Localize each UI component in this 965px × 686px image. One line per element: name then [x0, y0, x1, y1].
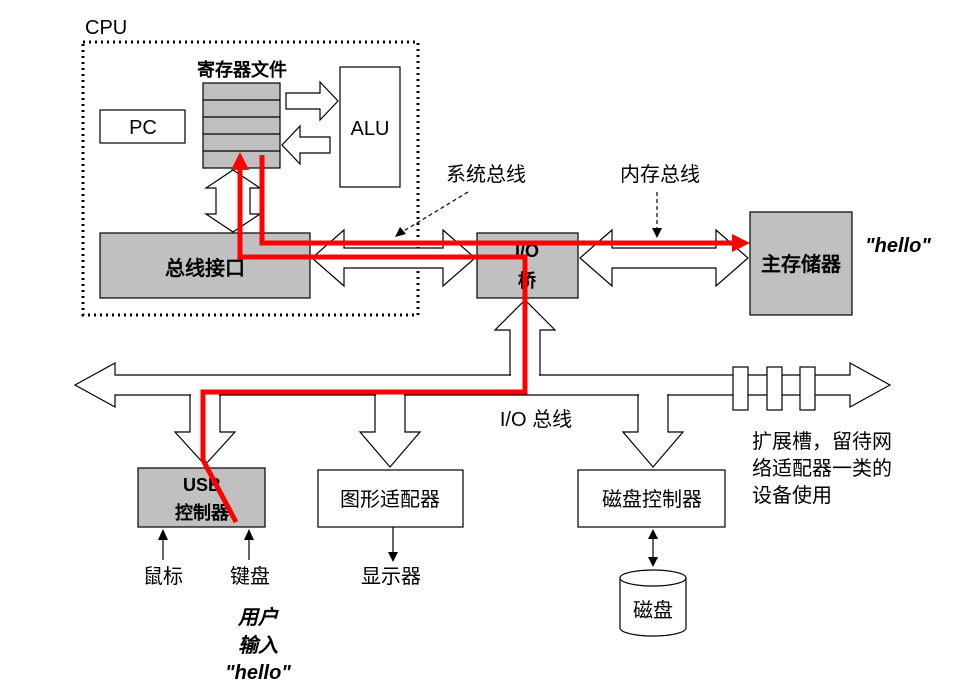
memory-bus-pointer-head	[652, 228, 662, 238]
io-bus-to-disk-controller-arrow	[621, 394, 685, 468]
io-bus-label: I/O 总线	[500, 408, 572, 431]
register-file-label: 寄存器文件	[197, 59, 287, 80]
graphics-adapter-box	[317, 469, 464, 528]
memory-hello-value: "hello"	[865, 235, 931, 257]
disk-arrow-head-up	[648, 529, 658, 539]
main-memory-box	[749, 211, 853, 316]
user-input-line1: 用户	[237, 606, 279, 629]
memory-bus-arrow	[579, 228, 749, 288]
bus-interface-label: 总线接口	[165, 256, 245, 280]
system-bus-label: 系统总线	[446, 163, 526, 186]
register-bus-interface-arrow	[204, 169, 262, 233]
pc-label: PC	[129, 117, 157, 139]
system-bus-pointer	[401, 191, 469, 233]
user-input-line2: 输入	[238, 634, 278, 657]
io-bus-to-graphics-arrow	[358, 394, 422, 468]
keyboard-label: 键盘	[230, 565, 270, 588]
input-data-path-head	[231, 152, 249, 170]
disk-controller-box	[577, 469, 726, 528]
disk-label: 磁盘	[633, 599, 673, 622]
register-to-alu-arrow	[285, 80, 339, 122]
expansion-text-line2: 络适配器一类的	[752, 457, 892, 480]
expansion-slot	[799, 366, 816, 411]
keyboard-arrow-head	[244, 529, 254, 540]
usb-controller-label-line2: 控制器	[175, 502, 230, 523]
main-memory-label: 主存储器	[761, 252, 842, 276]
alu-box	[339, 66, 401, 188]
pc-box	[99, 109, 186, 144]
output-data-path	[259, 155, 734, 246]
alu-label: ALU	[351, 118, 390, 140]
io-bus-disk-joint	[639, 393, 667, 397]
disk-cylinder	[619, 569, 687, 637]
output-data-path-head	[732, 234, 750, 252]
cpu-boundary	[81, 40, 420, 317]
input-data-path	[200, 166, 528, 524]
expansion-text-line1: 扩展槽，留待网	[752, 430, 892, 453]
user-input-line3: "hello"	[225, 662, 291, 684]
mouse-arrow-head	[158, 529, 168, 540]
system-bus-pointer-head	[395, 227, 406, 237]
memory-bus-label: 内存总线	[620, 163, 700, 186]
display-label: 显示器	[361, 566, 421, 588]
expansion-slot	[732, 366, 749, 411]
cpu-label: CPU	[85, 17, 127, 39]
disk-controller-label: 磁盘控制器	[602, 488, 702, 511]
expansion-text-line3: 设备使用	[752, 484, 832, 507]
usb-controller-box	[137, 467, 266, 528]
expansion-slots	[732, 366, 816, 411]
io-bus-graphics-joint	[376, 393, 404, 397]
io-bus-arrow	[73, 361, 892, 409]
alu-to-register-arrow	[281, 124, 331, 166]
disk-arrow-head-down	[648, 557, 658, 567]
display-arrow-head	[388, 552, 398, 562]
expansion-slot	[766, 366, 783, 411]
mouse-label: 鼠标	[143, 565, 183, 588]
graphics-adapter-label: 图形适配器	[340, 488, 440, 511]
